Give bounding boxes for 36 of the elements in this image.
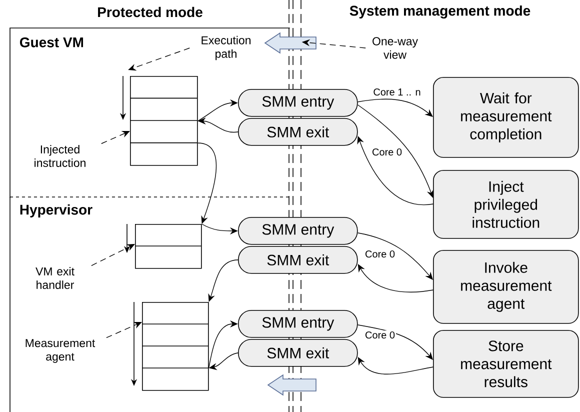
smm-pill: SMM entry <box>238 89 358 117</box>
smm-pill: SMM exit <box>238 246 358 274</box>
smm-pill: SMM exit <box>238 118 358 146</box>
region-heading: Hypervisor <box>20 204 92 218</box>
region-heading: Guest VM <box>20 37 84 48</box>
edge-label: Core 0 <box>371 147 404 157</box>
leader-line <box>106 322 142 338</box>
arrow <box>357 104 434 198</box>
leader-line <box>91 244 135 266</box>
arrow <box>357 98 433 117</box>
edge-label: Core 0 <box>364 330 396 340</box>
instruction-stack <box>134 224 202 269</box>
smm-pill: SMM entry <box>238 217 358 245</box>
arrow <box>357 324 433 360</box>
smm-pill: SMM exit <box>238 339 358 367</box>
column-heading: Protected mode <box>98 6 202 18</box>
process-box: Inject privileged instruction <box>433 170 579 239</box>
column-heading: System management mode <box>350 5 530 19</box>
leader-line <box>101 131 130 144</box>
instruction-stack <box>142 302 209 391</box>
edge-label: Core 0 <box>364 249 396 259</box>
arrow <box>357 232 433 280</box>
callout-text: One-way view <box>372 37 418 59</box>
arrow <box>197 142 217 224</box>
edge-label: Core 1 .. n <box>372 87 422 97</box>
callout-text: VM exit handler <box>36 267 74 289</box>
callout-text: Measurement agent <box>26 339 96 363</box>
process-box: Wait for measurement completion <box>433 77 579 158</box>
callout-text: Injected instruction <box>34 145 86 167</box>
process-box: Store measurement results <box>433 330 579 398</box>
process-box: Invoke measurement agent <box>433 250 579 324</box>
smm-pill: SMM entry <box>238 310 358 338</box>
leader-line <box>128 48 190 71</box>
callout-text: Execution path <box>202 36 250 60</box>
instruction-stack <box>130 76 198 166</box>
arrow <box>208 260 238 302</box>
